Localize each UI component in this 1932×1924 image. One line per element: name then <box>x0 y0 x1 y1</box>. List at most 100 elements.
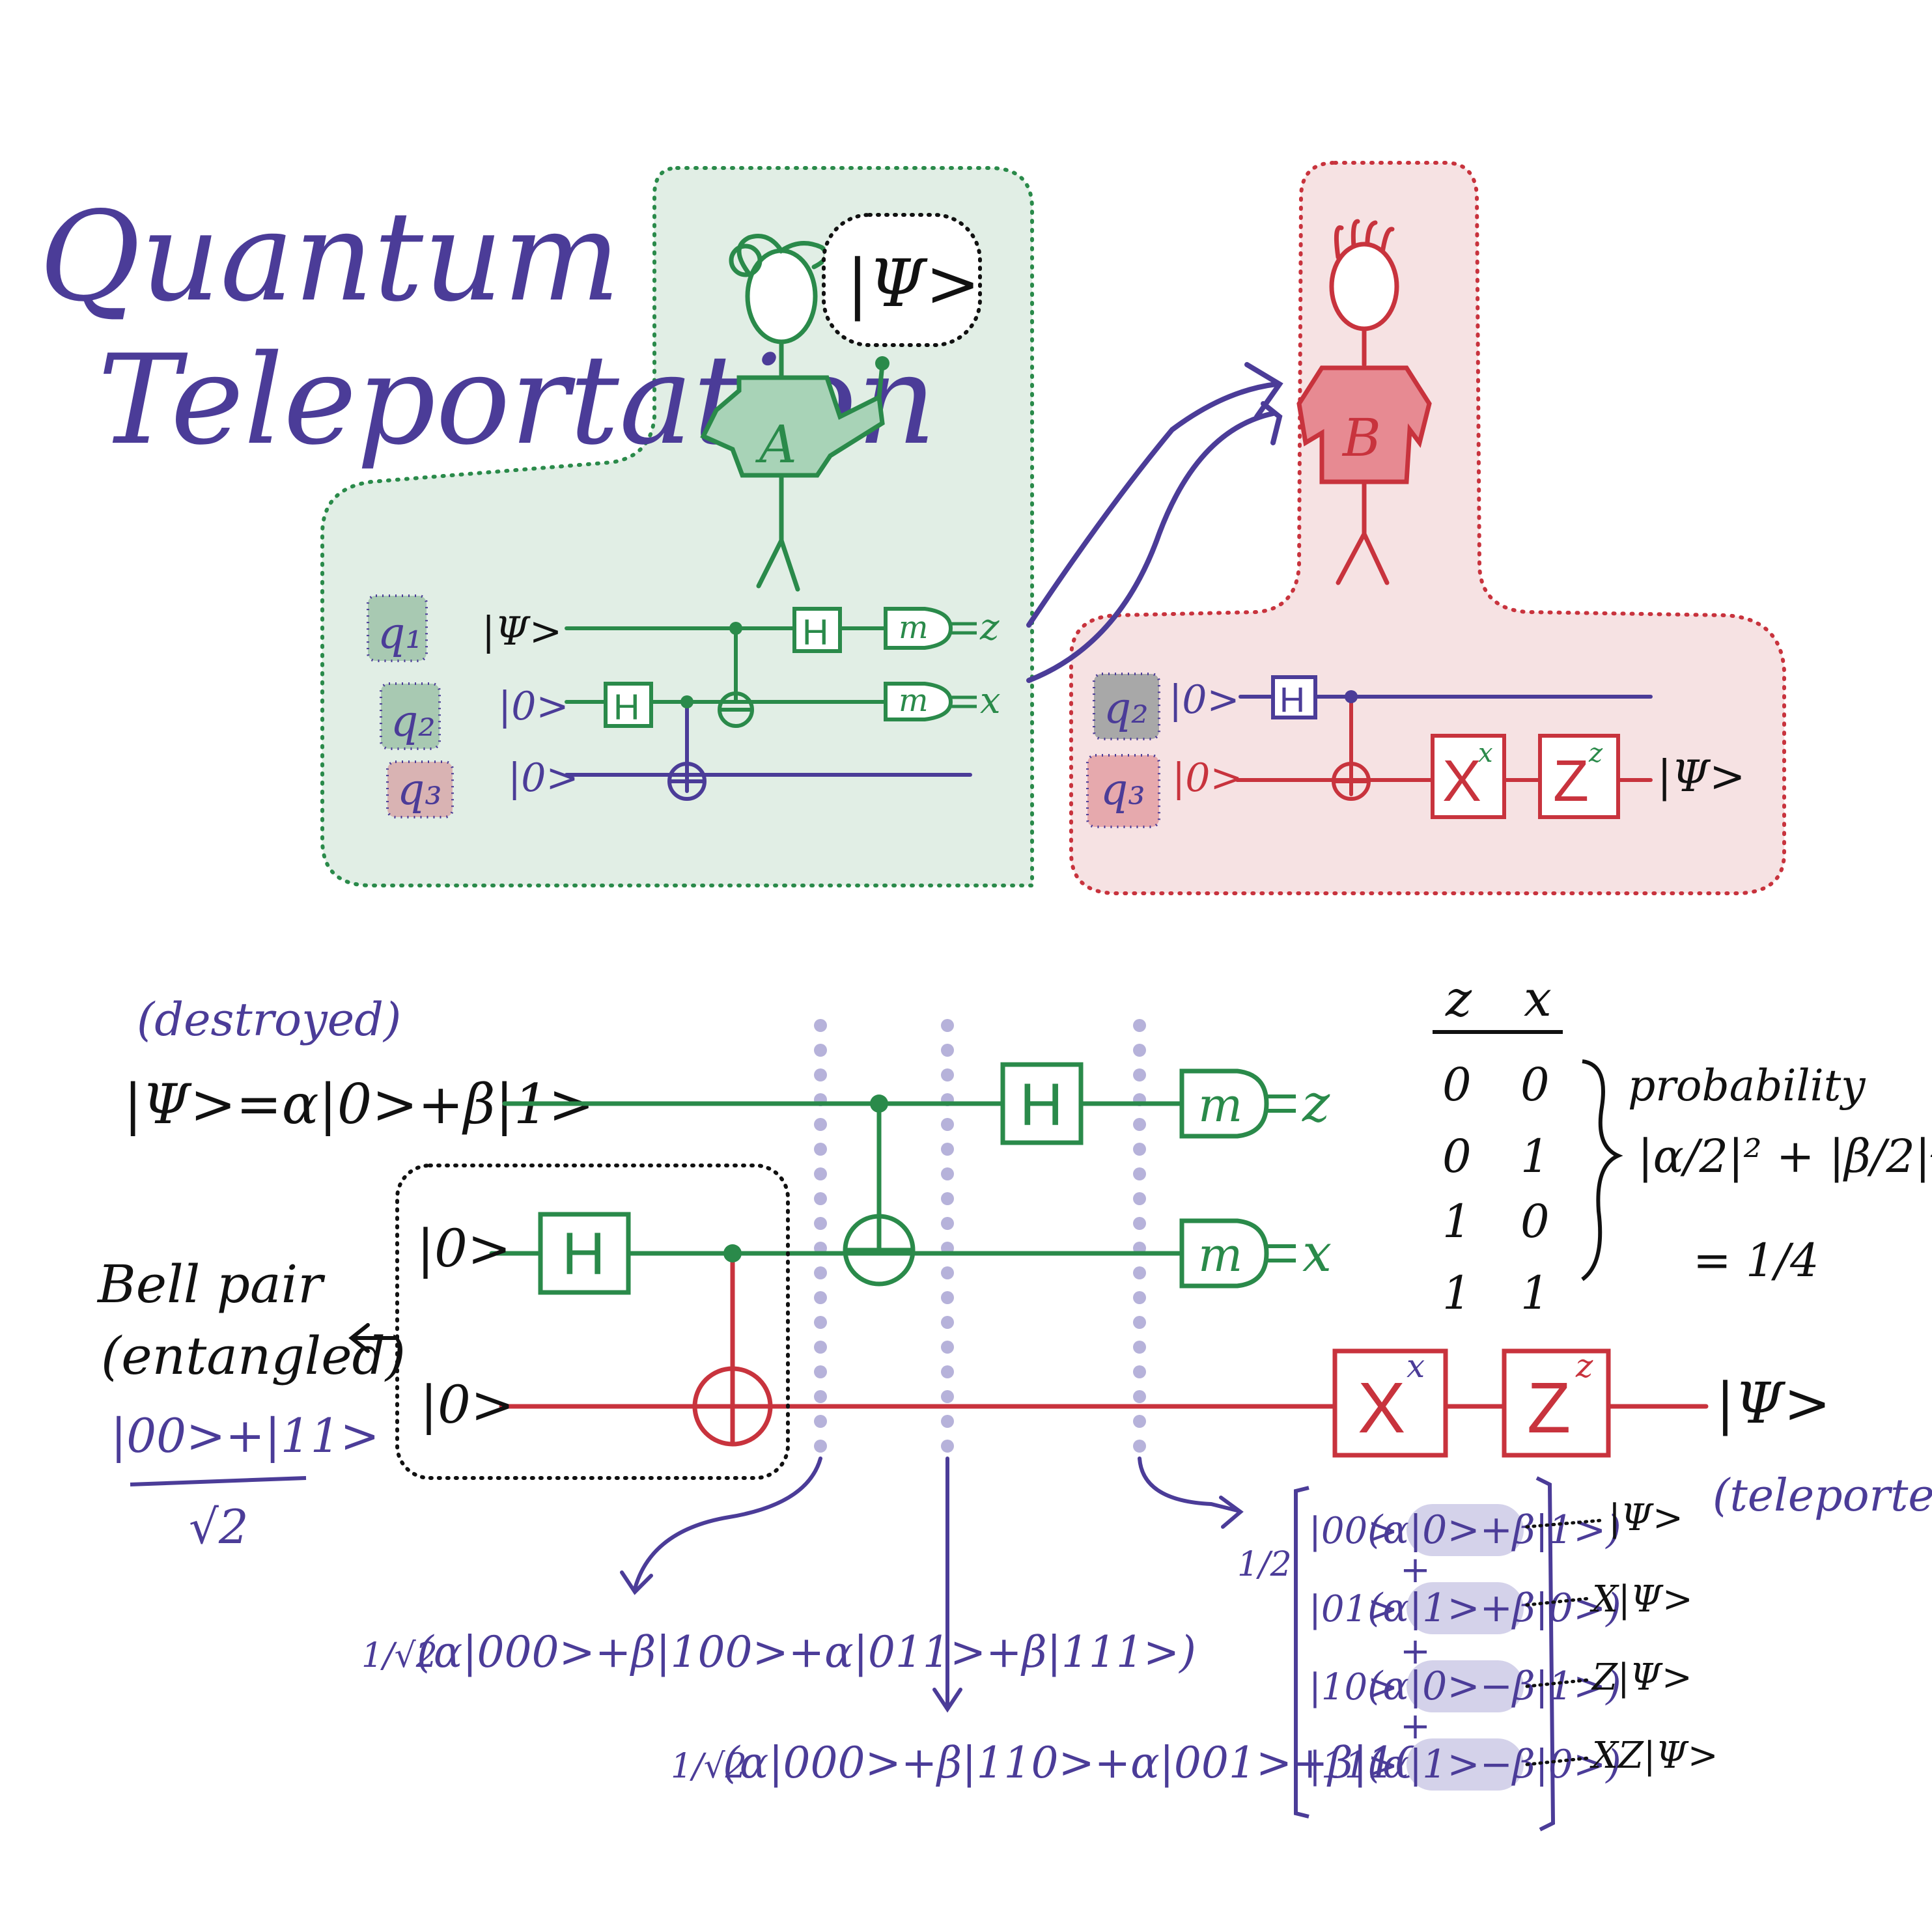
state2-expr: (α|000>+β|110>+α|001>+β|101>) <box>723 1738 1502 1788</box>
bob-region <box>1069 161 1786 895</box>
alice-measure-q1 <box>884 607 953 650</box>
slice-dot <box>814 1365 827 1378</box>
final-result-3: Z|Ψ> <box>1591 1656 1692 1699</box>
slice-dot <box>1133 1365 1146 1378</box>
detail-circuit: (destroyed) |Ψ>=α|0>+β|1> |0> |0> H <box>96 993 1932 1554</box>
detail-control-dot-2 <box>870 1094 888 1113</box>
table-r4-z: 1 <box>1442 1266 1472 1320</box>
destroyed-label: (destroyed) <box>137 993 401 1046</box>
table-header-x: x <box>1524 969 1552 1027</box>
slice-dot <box>941 1291 954 1304</box>
final-basis-3: |10> <box>1309 1666 1398 1708</box>
detail-z-gate <box>1502 1348 1611 1458</box>
slice-dot <box>1133 1044 1146 1057</box>
final-term-2: |01> (α|1>+β|0>) X|Ψ> <box>1309 1578 1693 1634</box>
alice-out-z: z <box>979 606 1000 648</box>
slice-dot <box>941 1415 954 1428</box>
bob-z-gate <box>1538 734 1620 819</box>
detail-h-gate-q2 <box>538 1212 631 1295</box>
slice-dot <box>941 1068 954 1081</box>
slice-dot <box>814 1415 827 1428</box>
table-header-z: z <box>1445 969 1472 1027</box>
table-r2-z: 0 <box>1442 1130 1472 1183</box>
alice-letter: A <box>755 414 797 475</box>
alice-control-dot-1 <box>729 622 742 635</box>
slice-dot <box>1133 1390 1146 1403</box>
detail-z-exp: z <box>1575 1347 1593 1385</box>
slice-dot <box>941 1044 954 1057</box>
probability-label: probability <box>1628 1061 1866 1111</box>
bob-q2-ket: |0> <box>1169 677 1240 723</box>
bob-q2-box <box>1093 673 1160 740</box>
state1-arrow <box>620 1457 822 1595</box>
probability-value: = 1/4 <box>1693 1234 1819 1287</box>
slice-dot <box>1133 1143 1146 1156</box>
slice-dot <box>1133 1266 1146 1279</box>
slice-dot <box>1133 1068 1146 1081</box>
bob-h-label: H <box>1280 680 1305 719</box>
slice-dot <box>941 1440 954 1453</box>
bob-q2-label: q₂ <box>1104 683 1149 733</box>
detail-measure-q1-label: m <box>1198 1078 1242 1132</box>
bob-q3-ket: |0> <box>1172 755 1243 801</box>
final-basis-2: |01> <box>1309 1588 1398 1630</box>
slice-dot <box>941 1390 954 1403</box>
alice-control-dot-2 <box>680 695 693 708</box>
bell-pair-label: Bell pair <box>96 1254 326 1315</box>
slice-dot <box>941 1118 954 1131</box>
title-line-1: Quantum <box>39 185 621 329</box>
table-r1-x: 0 <box>1520 1058 1550 1111</box>
table-r3-z: 1 <box>1442 1195 1472 1248</box>
bob-x-gate <box>1431 734 1506 819</box>
slice-dot <box>1133 1192 1146 1205</box>
detail-ket0-b: |0> <box>420 1374 514 1435</box>
probability-formula: |α/2|² + |β/2|² <box>1638 1130 1932 1183</box>
alice-q3-box <box>386 760 454 818</box>
bell-numerator: |00>+|11> <box>111 1408 380 1463</box>
bob-q3-label: q₃ <box>1100 764 1145 815</box>
slice-dot <box>941 1365 954 1378</box>
bob-q3-box <box>1086 754 1160 828</box>
slice-dot <box>814 1390 827 1403</box>
final-expr-2: (α|1>+β|0>) <box>1367 1585 1621 1631</box>
slice-dot <box>814 1044 827 1057</box>
bob-z-label: Z <box>1553 749 1589 814</box>
alice-q2-label: q₂ <box>391 696 436 746</box>
state1-expr: (α|000>+β|100>+α|011>+β|111>) <box>417 1627 1196 1677</box>
table-r2-x: 1 <box>1520 1130 1550 1183</box>
slice-dot <box>814 1118 827 1131</box>
bob-x-exp: x <box>1478 738 1493 768</box>
alice-figure <box>700 234 885 592</box>
slice-dot <box>941 1316 954 1329</box>
state-annotations: 1/√2 (α|000>+β|100>+α|011>+β|111>) 1/√2 … <box>361 1457 1718 1832</box>
alice-q3-ket: |0> <box>508 755 579 801</box>
slice-dot <box>814 1316 827 1329</box>
detail-measure-q1 <box>1179 1068 1269 1139</box>
alice-h-gate-q2 <box>604 682 653 728</box>
detail-x-gate <box>1332 1348 1448 1458</box>
alice-q2-box <box>380 682 441 750</box>
slice-dot <box>814 1440 827 1453</box>
state2-prefix: 1/√2 <box>671 1747 747 1786</box>
slice-dot <box>814 1143 827 1156</box>
detail-h-q2-label: H <box>562 1221 605 1287</box>
alice-h-gate-q1 <box>792 607 842 653</box>
slice-dot <box>941 1019 954 1032</box>
classical-channel-arrows <box>1026 362 1283 683</box>
table-r4-x: 1 <box>1520 1266 1550 1320</box>
alice-q3-label: q₃ <box>397 764 442 815</box>
final-expr-3: (α|0>−β|1>) <box>1367 1664 1621 1709</box>
detail-h-q1-label: H <box>1020 1072 1063 1138</box>
bell-pair-box <box>395 1164 790 1480</box>
detail-measure-q2-label: m <box>1198 1227 1242 1282</box>
alice-h-q2-label: H <box>613 686 639 727</box>
table-r3-x: 0 <box>1520 1195 1550 1248</box>
final-basis-4: |11> <box>1309 1744 1398 1787</box>
alice-circuit: q₁ q₂ q₃ |Ψ> |0> |0> H H m m <box>367 594 1001 818</box>
alice-measure-q1-label: m <box>899 609 929 646</box>
final-term-4: |11> (α|1>−β|0>) XZ|Ψ> <box>1309 1735 1718 1791</box>
slice-dot <box>814 1019 827 1032</box>
alice-q1-label: q₁ <box>378 608 423 658</box>
teleported-label: (teleported!) <box>1713 1470 1932 1522</box>
